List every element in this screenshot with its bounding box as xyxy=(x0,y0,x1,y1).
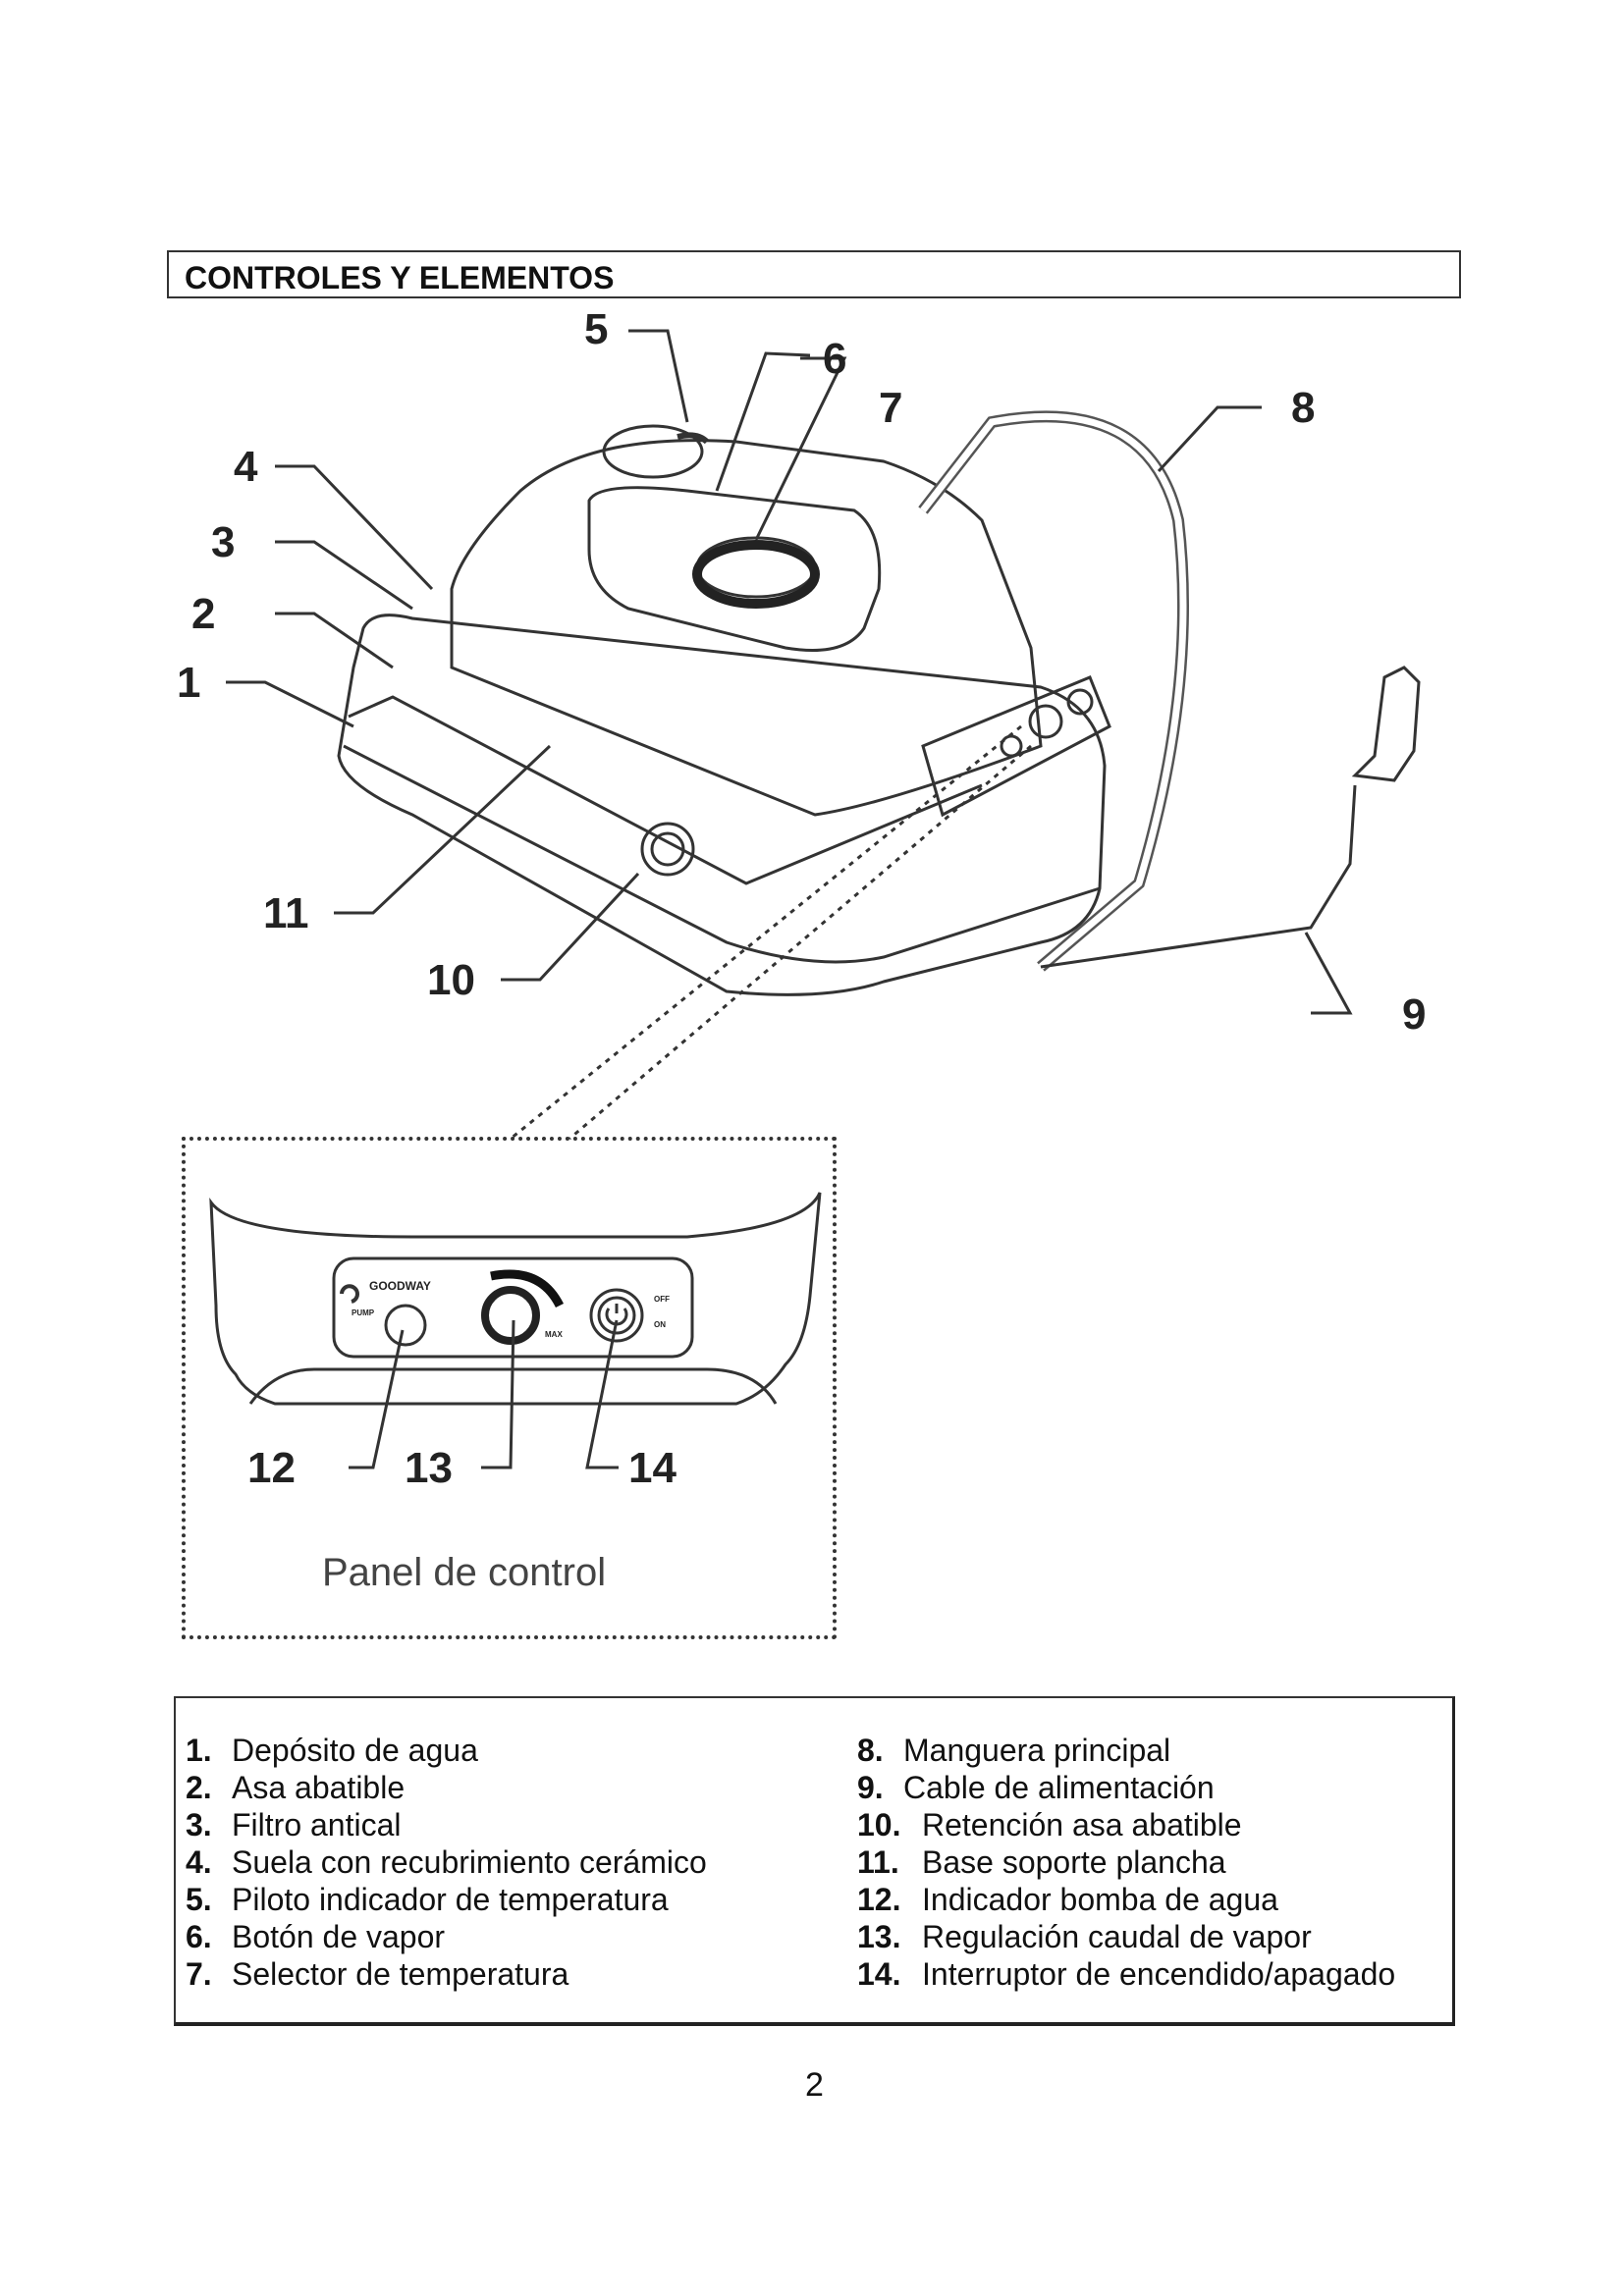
callout-12: 12 xyxy=(247,1444,296,1492)
page-number: 2 xyxy=(805,2066,824,2104)
section-header: CONTROLES Y ELEMENTOS xyxy=(167,250,1461,298)
legend-item: 6.Botón de vapor xyxy=(186,1919,446,1954)
callout-11: 11 xyxy=(263,889,309,937)
control-panel xyxy=(209,1192,822,1406)
callout-13: 13 xyxy=(405,1444,453,1492)
plug xyxy=(1351,666,1421,782)
pump-indicator xyxy=(384,1304,427,1347)
legend-item: 7.Selector de temperatura xyxy=(186,1956,569,1992)
steam-dial xyxy=(481,1286,540,1345)
legend-item: 11.Base soporte plancha xyxy=(857,1844,1226,1880)
iron-base xyxy=(337,614,1107,996)
callout-7: 7 xyxy=(879,384,902,432)
panel-caption: Panel de control xyxy=(322,1551,607,1594)
legend-item: 3.Filtro antical xyxy=(186,1807,402,1842)
legend-item: 2.Asa abatible xyxy=(186,1770,406,1805)
callout-5: 5 xyxy=(584,305,608,353)
panel-on-label: ON xyxy=(654,1320,666,1329)
parts-legend: 1.Depósito de agua 2.Asa abatible 3.Filt… xyxy=(174,1696,1455,2026)
panel-pump-label: PUMP xyxy=(352,1308,375,1317)
callout-3: 3 xyxy=(211,518,235,566)
panel-brand: GOODWAY xyxy=(369,1279,431,1293)
legend-item: 14.Interruptor de encendido/apagado xyxy=(857,1956,1396,1992)
legend-item: 8.Manguera principal xyxy=(857,1733,1171,1768)
panel-max-label: MAX xyxy=(545,1330,563,1339)
callout-4: 4 xyxy=(234,443,258,491)
callout-6: 6 xyxy=(823,335,846,383)
panel-off-label: OFF xyxy=(654,1295,670,1304)
callout-1: 1 xyxy=(177,659,200,707)
power-button xyxy=(589,1288,644,1343)
legend-left-column: 1.Depósito de agua 2.Asa abatible 3.Filt… xyxy=(186,1732,707,1993)
power-cable xyxy=(1040,784,1357,969)
section-title: CONTROLES Y ELEMENTOS xyxy=(185,260,615,295)
callout-8: 8 xyxy=(1291,384,1315,432)
legend-item: 4.Suela con recubrimiento cerámico xyxy=(186,1844,707,1880)
legend-item: 12.Indicador bomba de agua xyxy=(857,1882,1278,1917)
legend-right-column: 8.Manguera principal 9.Cable de alimenta… xyxy=(857,1732,1395,1993)
callout-2: 2 xyxy=(191,590,215,638)
iron-body xyxy=(450,439,1043,817)
legend-item: 5.Piloto indicador de temperatura xyxy=(186,1882,669,1917)
callout-10: 10 xyxy=(427,956,475,1004)
iron-diagram: 5 6 7 8 9 4 3 2 1 11 10 GOODWAY PUMP MAX… xyxy=(177,305,1426,1492)
legend-item: 13.Regulación caudal de vapor xyxy=(857,1919,1312,1954)
legend-item: 9.Cable de alimentación xyxy=(857,1770,1215,1805)
legend-item: 10.Retención asa abatible xyxy=(857,1807,1242,1842)
callout-14: 14 xyxy=(628,1444,677,1492)
callout-9: 9 xyxy=(1402,990,1426,1039)
control-panel-detail-box xyxy=(182,1137,837,1639)
legend-item: 1.Depósito de agua xyxy=(186,1733,478,1768)
